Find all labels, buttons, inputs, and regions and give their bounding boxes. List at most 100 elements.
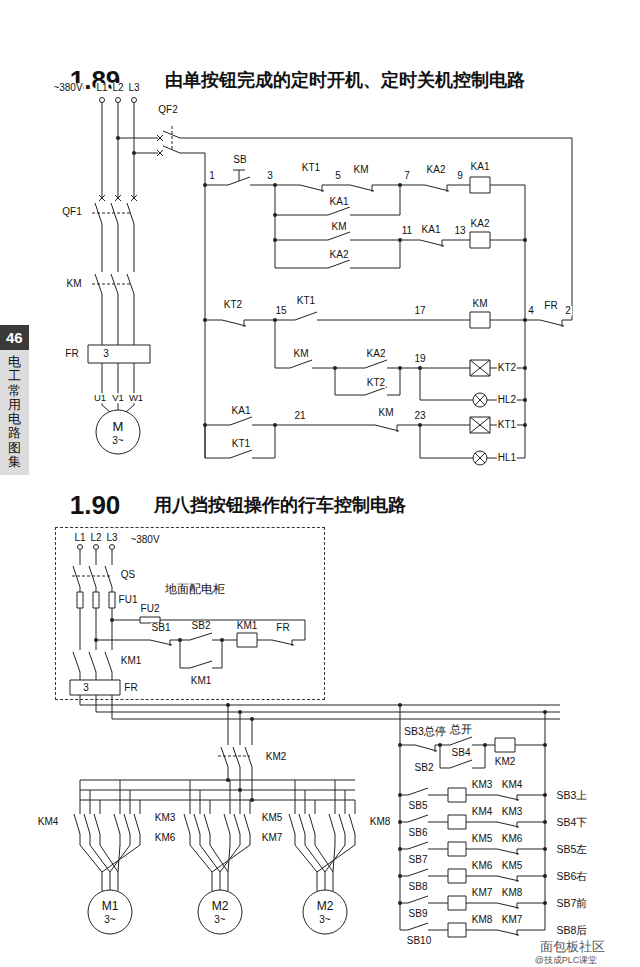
component-label: KM6 (154, 833, 177, 843)
circuit-1-90 (80, 550, 112, 565)
terminal-or-symbol (116, 136, 120, 140)
component-label: KT1 (301, 163, 321, 173)
component-label: SB2 (191, 621, 212, 631)
wire-number: 13 (453, 226, 466, 236)
circuit-1-90 (400, 745, 545, 746)
component-label: KM5 (471, 834, 494, 844)
terminal-or-symbol (398, 820, 402, 824)
component-label: KM (472, 299, 489, 309)
circuit-1-89 (102, 224, 134, 272)
circuit-1-89 (102, 294, 134, 345)
coil-symbol (109, 592, 115, 608)
coil-symbol (93, 592, 99, 608)
component-label: KM5 (261, 813, 284, 823)
component-label: SB7前 (556, 898, 589, 909)
component-label: 3~ (111, 436, 124, 446)
component-label: SB3总停 (403, 726, 447, 737)
circuit-1-90 (72, 576, 110, 577)
component-label: SB3上 (556, 790, 589, 801)
terminal-or-symbol (398, 183, 402, 187)
terminal-or-symbol (333, 366, 337, 370)
terminal-or-symbol (110, 545, 115, 550)
component-label: FR (64, 349, 79, 359)
coil-symbol (448, 788, 466, 802)
circuit-1-89 (205, 425, 275, 458)
terminal-or-symbol (523, 366, 527, 370)
component-label: SB2 (414, 763, 435, 773)
component-label: SB6右 (556, 871, 589, 882)
terminal-or-symbol (523, 318, 527, 322)
terminal-or-symbol (226, 778, 230, 782)
circuit-1-89 (375, 425, 399, 432)
terminal-or-symbol (238, 788, 242, 792)
book-title: 电工常用电路图集 (8, 355, 21, 469)
component-label: ~380V (52, 83, 83, 93)
component-label: V1 (111, 393, 125, 403)
terminal-or-symbol (273, 183, 277, 187)
component-label: KM2 (265, 752, 288, 762)
terminal-or-symbol (96, 410, 140, 454)
component-label: KM3 (154, 813, 177, 823)
component-label: M (112, 420, 125, 433)
component-label: KM1 (236, 621, 259, 631)
terminal-or-symbol (483, 743, 487, 747)
coil-symbol (77, 592, 83, 608)
terminal-or-symbol (110, 618, 114, 622)
wire-number: 2 (564, 306, 572, 316)
terminal-or-symbol (398, 874, 402, 878)
circuit-1-89 (222, 312, 564, 327)
terminal-or-symbol (220, 638, 224, 642)
component-label: SB6 (408, 828, 429, 838)
component-label: KA1 (421, 225, 442, 235)
component-label: 3~ (103, 915, 116, 925)
component-label: 3~ (213, 915, 226, 925)
component-label: 3 (82, 683, 90, 693)
terminal-or-symbol (543, 901, 547, 905)
circuit-1-90 (80, 695, 560, 719)
terminal-or-symbol (273, 423, 277, 427)
component-label: SB8 (408, 882, 429, 892)
terminal-or-symbol (398, 743, 402, 747)
terminal-or-symbol (398, 901, 402, 905)
terminal-or-symbol (203, 318, 207, 322)
wire-number: 23 (413, 411, 426, 421)
circuit-1-90 (295, 780, 355, 814)
page-tab: 46电工常用电路图集 (0, 325, 29, 475)
terminal-or-symbol (523, 423, 527, 427)
circuit-1-89 (335, 368, 400, 395)
circuit-1-89 (205, 417, 525, 425)
circuit-1-89 (205, 320, 572, 321)
circuit-1-89 (475, 395, 485, 405)
circuit-1-89 (275, 320, 525, 368)
circuit-1-89 (99, 195, 137, 201)
coil-symbol (470, 177, 490, 193)
terminal-or-symbol (94, 638, 98, 642)
terminal-or-symbol (303, 890, 347, 934)
circuit-1-89 (102, 363, 134, 412)
component-label: HL1 (497, 453, 517, 463)
terminal-or-symbol (398, 703, 402, 707)
terminal-or-symbol (198, 890, 242, 934)
component-label: SB4 (451, 748, 472, 758)
terminal-or-symbol (203, 183, 207, 187)
circuit-1-89 (102, 102, 134, 198)
wire-number: 15 (274, 306, 287, 316)
circuit-1-90 (73, 652, 112, 672)
circuit-1-90 (80, 608, 112, 650)
circuit-1-90 (440, 745, 485, 768)
component-label: QF1 (61, 207, 82, 217)
coil-symbol (88, 345, 150, 363)
component-label: KM5 (501, 861, 524, 871)
wire-number: 21 (293, 411, 306, 421)
section-heading: 由单按钮完成的定时开机、定时关机控制电路 (164, 71, 526, 89)
terminal-or-symbol (226, 703, 230, 707)
terminal-or-symbol (543, 793, 547, 797)
component-label: KM4 (471, 807, 494, 817)
component-label: KT2 (223, 300, 243, 310)
component-label: KT1 (231, 439, 251, 449)
circuit-1-89 (228, 170, 250, 185)
component-label: QS (120, 570, 136, 580)
terminal-or-symbol (178, 638, 182, 642)
component-label: KM6 (501, 834, 524, 844)
circuit-1-90 (190, 780, 250, 814)
